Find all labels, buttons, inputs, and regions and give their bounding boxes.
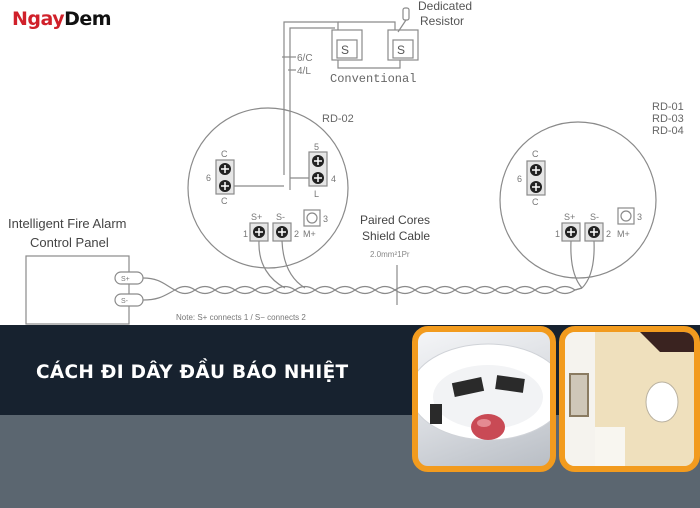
photo-heat-detector-closeup [412, 326, 556, 472]
wire-4l-label: 4/L [297, 66, 311, 77]
svg-text:C: C [221, 196, 228, 206]
svg-text:5: 5 [314, 142, 319, 152]
detector-b-model-3: RD-04 [652, 125, 684, 137]
wire-6c-label: 6/C [297, 53, 313, 64]
cable-label-1: Paired Cores [360, 213, 430, 227]
resistor-label-2: Resistor [420, 14, 464, 28]
wiring-diagram: S S Dedicated Resistor Conventional 6/C … [8, 0, 684, 325]
panel-label-2: Control Panel [30, 235, 109, 250]
svg-text:S+: S+ [251, 212, 262, 222]
conv-s-left: S [341, 43, 349, 57]
cable-label-2: Shield Cable [362, 229, 430, 243]
svg-text:C: C [532, 197, 539, 207]
svg-text:S-: S- [121, 298, 129, 305]
svg-text:3: 3 [323, 214, 328, 224]
brand-logo[interactable]: NgayDem [12, 8, 112, 30]
wall-detector-icon [565, 332, 694, 466]
svg-text:S+: S+ [121, 276, 130, 283]
panel-label-1: Intelligent Fire Alarm [8, 216, 127, 231]
heat-detector-icon [418, 343, 550, 441]
wiring-note: Note: S+ connects 1 / S− connects 2 [176, 313, 306, 322]
cable-spec: 2.0mm²1Pr [370, 250, 410, 259]
svg-text:S-: S- [590, 212, 599, 222]
svg-text:6: 6 [517, 174, 522, 184]
svg-text:S+: S+ [564, 212, 575, 222]
detector-b-model-1: RD-01 [652, 101, 684, 113]
svg-text:1: 1 [243, 229, 248, 239]
photo-detector-on-wall [559, 326, 700, 472]
detector-a-model: RD-02 [322, 113, 354, 125]
page-title: CÁCH ĐI DÂY ĐẦU BÁO NHIỆT [36, 362, 349, 383]
detector-b-model-2: RD-03 [652, 113, 684, 125]
svg-text:C: C [532, 149, 539, 159]
svg-text:S-: S- [276, 212, 285, 222]
conv-s-right: S [397, 43, 405, 57]
svg-text:3: 3 [637, 212, 642, 222]
svg-text:M+: M+ [303, 229, 316, 239]
logo-part-ngay: Ngay [12, 8, 65, 30]
svg-text:C: C [221, 149, 228, 159]
svg-text:2: 2 [294, 229, 299, 239]
svg-text:2: 2 [606, 229, 611, 239]
svg-text:L: L [314, 189, 319, 199]
resistor-label-1: Dedicated [418, 0, 472, 13]
svg-text:6: 6 [206, 173, 211, 183]
svg-text:M+: M+ [617, 229, 630, 239]
logo-part-dem: Dem [64, 8, 112, 30]
svg-text:1: 1 [555, 229, 560, 239]
conventional-label: Conventional [330, 72, 416, 86]
svg-text:4: 4 [331, 174, 336, 184]
